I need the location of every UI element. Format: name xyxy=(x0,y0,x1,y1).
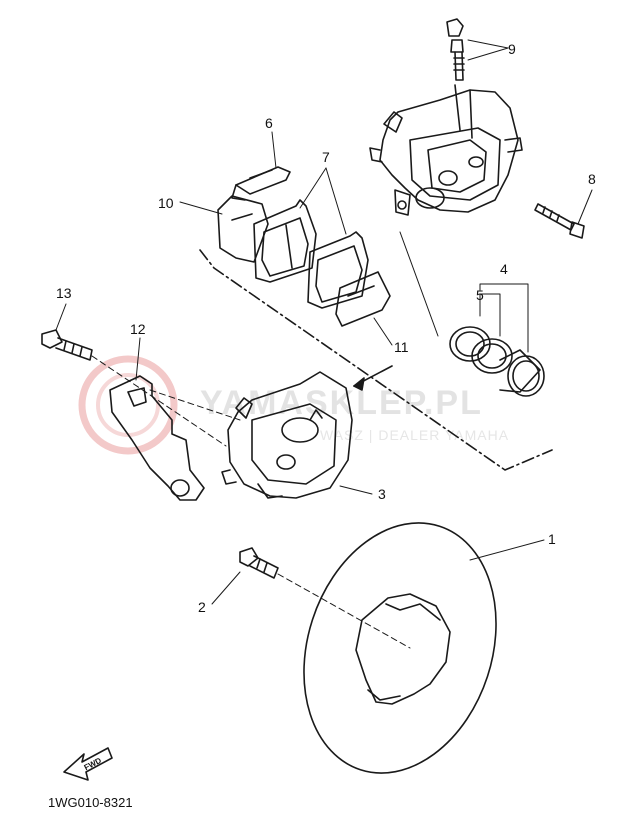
pad-group-boundary-line xyxy=(199,249,553,471)
forward-arrow-icon: FWD xyxy=(63,747,113,781)
bleed-screw-part-9 xyxy=(446,18,465,81)
callout-7: 7 xyxy=(322,149,330,165)
callout-2: 2 xyxy=(198,599,206,615)
callout-6: 6 xyxy=(265,115,273,131)
caliper-bracket-part-12 xyxy=(109,375,205,501)
watermark-logo-text: YAMASKLEP.PL xyxy=(200,384,483,422)
watermark: YAMASKLEP.PL WASZ | DEALER YAMAHA xyxy=(78,355,509,455)
callout-1: 1 xyxy=(548,531,556,547)
piston-part-4 xyxy=(499,349,545,397)
watermark-subtitle: WASZ | DEALER YAMAHA xyxy=(320,427,509,443)
pad-spring-part-6 xyxy=(231,166,291,201)
callout-8: 8 xyxy=(588,171,596,187)
callout-10: 10 xyxy=(158,195,174,211)
callout-12: 12 xyxy=(130,321,146,337)
pad-shim-part-11 xyxy=(335,271,391,327)
bracket-bolt-part-13 xyxy=(41,329,93,361)
brake-pad-part-7a xyxy=(253,199,317,283)
leader-lines xyxy=(55,39,593,649)
callout-4: 4 xyxy=(500,261,508,277)
diagram-code: 1WG010-8321 xyxy=(48,795,133,810)
caliper-upper-exploded xyxy=(369,84,523,216)
piston-seal-part-5b xyxy=(471,338,513,374)
pad-shim-part-10 xyxy=(217,195,269,263)
caliper-bolt-part-8 xyxy=(534,203,585,239)
brake-disc-part-1 xyxy=(303,522,497,774)
caliper-assembly-part-3 xyxy=(221,371,353,499)
watermark-logo-icon xyxy=(78,355,178,455)
brake-pad-part-7b xyxy=(307,231,369,309)
callout-13: 13 xyxy=(56,285,72,301)
piston-seal-part-5a xyxy=(449,326,491,362)
callout-11: 11 xyxy=(394,339,409,355)
callout-9: 9 xyxy=(508,41,516,57)
disc-bolt-part-2 xyxy=(239,547,279,579)
callout-5: 5 xyxy=(476,287,484,303)
callout-3: 3 xyxy=(378,486,386,502)
